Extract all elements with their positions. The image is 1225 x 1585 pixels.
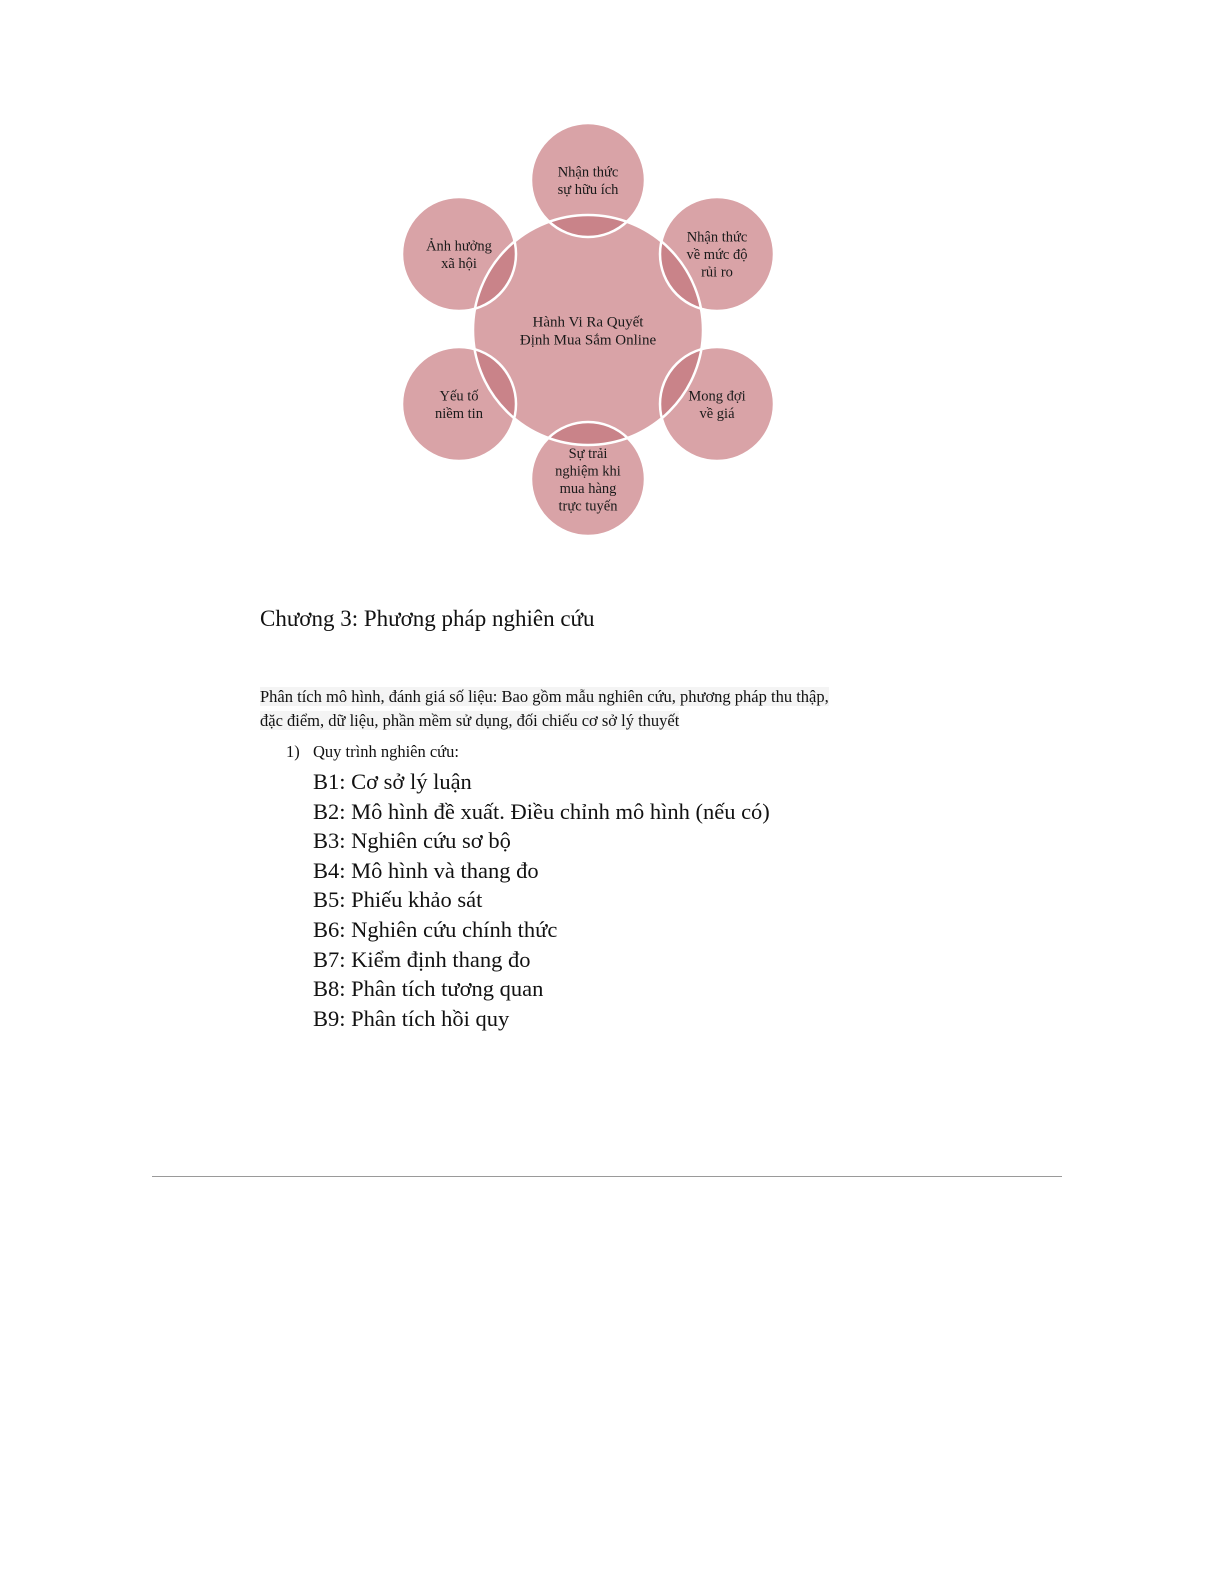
process-step: B2: Mô hình đề xuất. Điều chỉnh mô hình …: [313, 798, 770, 824]
node-label-bottom-line: Sự trải: [569, 446, 608, 462]
node-label-lower-right: Mong đợi về giá: [688, 388, 745, 422]
process-step: B6: Nghiên cứu chính thức: [313, 916, 558, 942]
research-process-section: 1) Quy trình nghiên cứu: B1: Cơ sở lý luậ…: [286, 740, 770, 1033]
node-label-upper-left-line: Ảnh hưởng: [426, 237, 492, 254]
center-label-line: Định Mua Sắm Online: [520, 332, 657, 348]
center-ring: [471, 213, 705, 447]
node-circle-top: [531, 123, 645, 237]
diagram-rings: [400, 121, 776, 538]
node-circle-bottom: [531, 422, 645, 536]
node-ring-upper-right: [658, 195, 776, 313]
node-label-bottom-line: mua hàng: [560, 481, 617, 497]
node-ring-top: [529, 121, 647, 239]
intro-line-1: Phân tích mô hình, đánh giá số liệu: Bao…: [260, 687, 829, 706]
node-label-lower-left-line: niềm tin: [435, 406, 484, 422]
node-label-lower-right-line: Mong đợi: [688, 388, 745, 404]
center-label-line: Hành Vi Ra Quyết: [533, 314, 645, 330]
node-label-bottom-line: trực tuyến: [559, 498, 619, 514]
process-heading-text: Quy trình nghiên cứu:: [313, 742, 459, 761]
node-label-upper-right-line: Nhận thức: [687, 230, 748, 246]
process-heading: 1) Quy trình nghiên cứu:: [286, 740, 770, 764]
node-label-bottom-line: nghiệm khi: [555, 463, 621, 479]
page-divider: [152, 1176, 1062, 1177]
intro-line-2: đặc điểm, dữ liệu, phần mềm sử dụng, đối…: [260, 711, 680, 730]
process-step: B1: Cơ sở lý luận: [313, 769, 472, 794]
node-ring-lower-left: [400, 345, 518, 463]
node-label-top-line: Nhận thức: [558, 164, 619, 180]
node-label-top-line: sự hữu ích: [558, 182, 620, 198]
process-number: 1): [286, 742, 300, 761]
process-step: B4: Mô hình và thang đo: [313, 857, 539, 883]
node-label-top: Nhận thức sự hữu ích: [558, 164, 620, 198]
process-steps-list: B1: Cơ sở lý luận B2: Mô hình đề xuất. Đ…: [313, 767, 770, 1033]
node-label-lower-left: Yếu tố niềm tin: [435, 388, 484, 422]
process-step: B7: Kiểm định thang đo: [313, 946, 531, 972]
process-step: B5: Phiếu khảo sát: [313, 887, 483, 913]
process-step: B9: Phân tích hồi quy: [313, 1005, 510, 1031]
center-circle: [473, 215, 703, 445]
process-step: B8: Phân tích tương quan: [313, 976, 544, 1002]
node-label-lower-left-line: Yếu tố: [439, 388, 479, 404]
node-label-upper-right-line: về mức độ: [686, 247, 747, 263]
node-ring-bottom: [529, 420, 647, 538]
process-step: B3: Nghiên cứu sơ bộ: [313, 828, 511, 854]
chapter-title: Chương 3: Phương pháp nghiên cứu: [260, 606, 595, 631]
node-ring-upper-left: [400, 195, 518, 313]
node-label-upper-left-line: xã hội: [441, 256, 477, 272]
node-label-lower-right-line: về giá: [699, 406, 735, 422]
node-label-upper-left: Ảnh hưởng xã hội: [426, 237, 492, 272]
intro-paragraph: Phân tích mô hình, đánh giá số liệu: Bao…: [260, 685, 960, 733]
node-ring-lower-right: [658, 345, 776, 463]
node-label-upper-right-line: rủi ro: [701, 265, 733, 281]
